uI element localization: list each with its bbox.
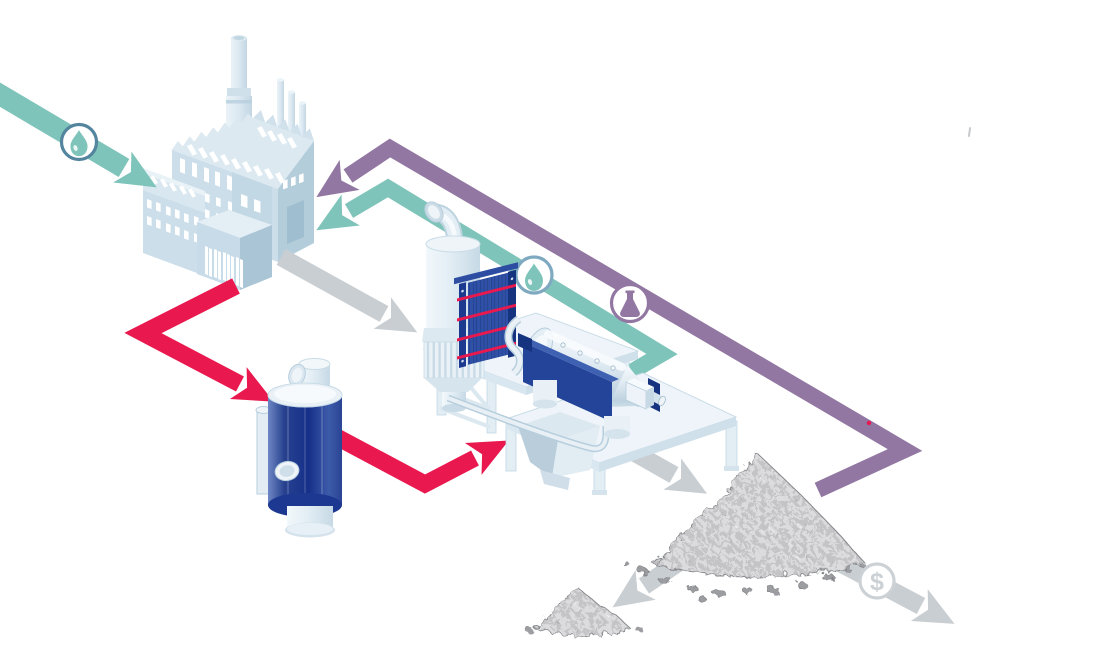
factory-door-block — [197, 210, 272, 290]
small-sludge-pile — [523, 584, 640, 635]
flask-icon — [609, 282, 651, 324]
arrow-sludge-feed — [276, 249, 418, 333]
decanter-gearbox — [625, 378, 666, 410]
treatment-line — [422, 201, 739, 495]
plate-heat-exchanger — [454, 262, 518, 368]
arrow-heating-supply — [124, 278, 274, 402]
dollar-symbol: $ — [870, 568, 884, 596]
arrow-heating-return — [329, 427, 509, 494]
water-drop-icon — [59, 122, 99, 162]
arrow-water-inflow — [0, 82, 157, 188]
stray-tick-mark — [967, 127, 972, 138]
stray-red-dot — [866, 420, 872, 426]
feed-pipe — [446, 394, 610, 453]
dollar-icon: $ — [858, 562, 896, 600]
factory-sawtooth-back — [253, 110, 315, 142]
water-drop-return-icon — [514, 255, 554, 295]
pile-crumbs — [621, 560, 864, 600]
decanter-centrifuge — [504, 315, 666, 439]
heat-exchanger-tank — [255, 358, 343, 538]
factory-annex — [143, 168, 205, 276]
factory-side-door — [287, 200, 304, 244]
decanter-frame-cover — [523, 342, 612, 422]
factory-sawtooth-ridge — [171, 113, 253, 151]
factory-plant — [143, 35, 315, 290]
